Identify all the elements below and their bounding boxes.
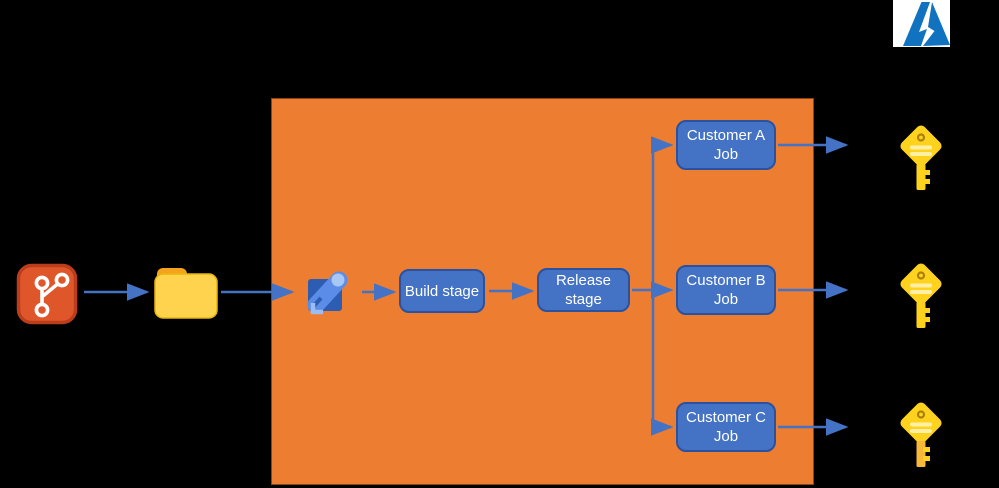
release-stage-label: Release — [555, 272, 612, 289]
release-stage-label-2: stage — [565, 291, 602, 308]
build-stage-node: Build stage — [399, 269, 485, 313]
build-stage-label: Build stage — [404, 282, 480, 300]
folder-icon — [154, 268, 218, 319]
customer-a-label: Customer A — [686, 127, 766, 144]
customer-b-label-2: Job — [713, 291, 739, 308]
customer-b-label: Customer B — [686, 272, 766, 289]
customer-c-job-node: Customer C Job — [676, 402, 776, 452]
azure-logo — [893, 0, 950, 47]
key-a-icon — [900, 125, 942, 190]
customer-c-label: Customer C — [685, 409, 767, 426]
key-b-icon — [900, 263, 942, 328]
git-icon — [16, 263, 78, 325]
key-c-icon — [900, 402, 942, 467]
customer-a-label-2: Job — [713, 146, 739, 163]
azure-logo-glyph — [903, 2, 950, 46]
pipelines-rocket-icon — [307, 271, 348, 315]
customer-a-job-node: Customer A Job — [676, 120, 776, 170]
customer-c-label-2: Job — [713, 428, 739, 445]
release-stage-node: Release stage — [537, 268, 630, 312]
customer-b-job-node: Customer B Job — [676, 265, 776, 315]
